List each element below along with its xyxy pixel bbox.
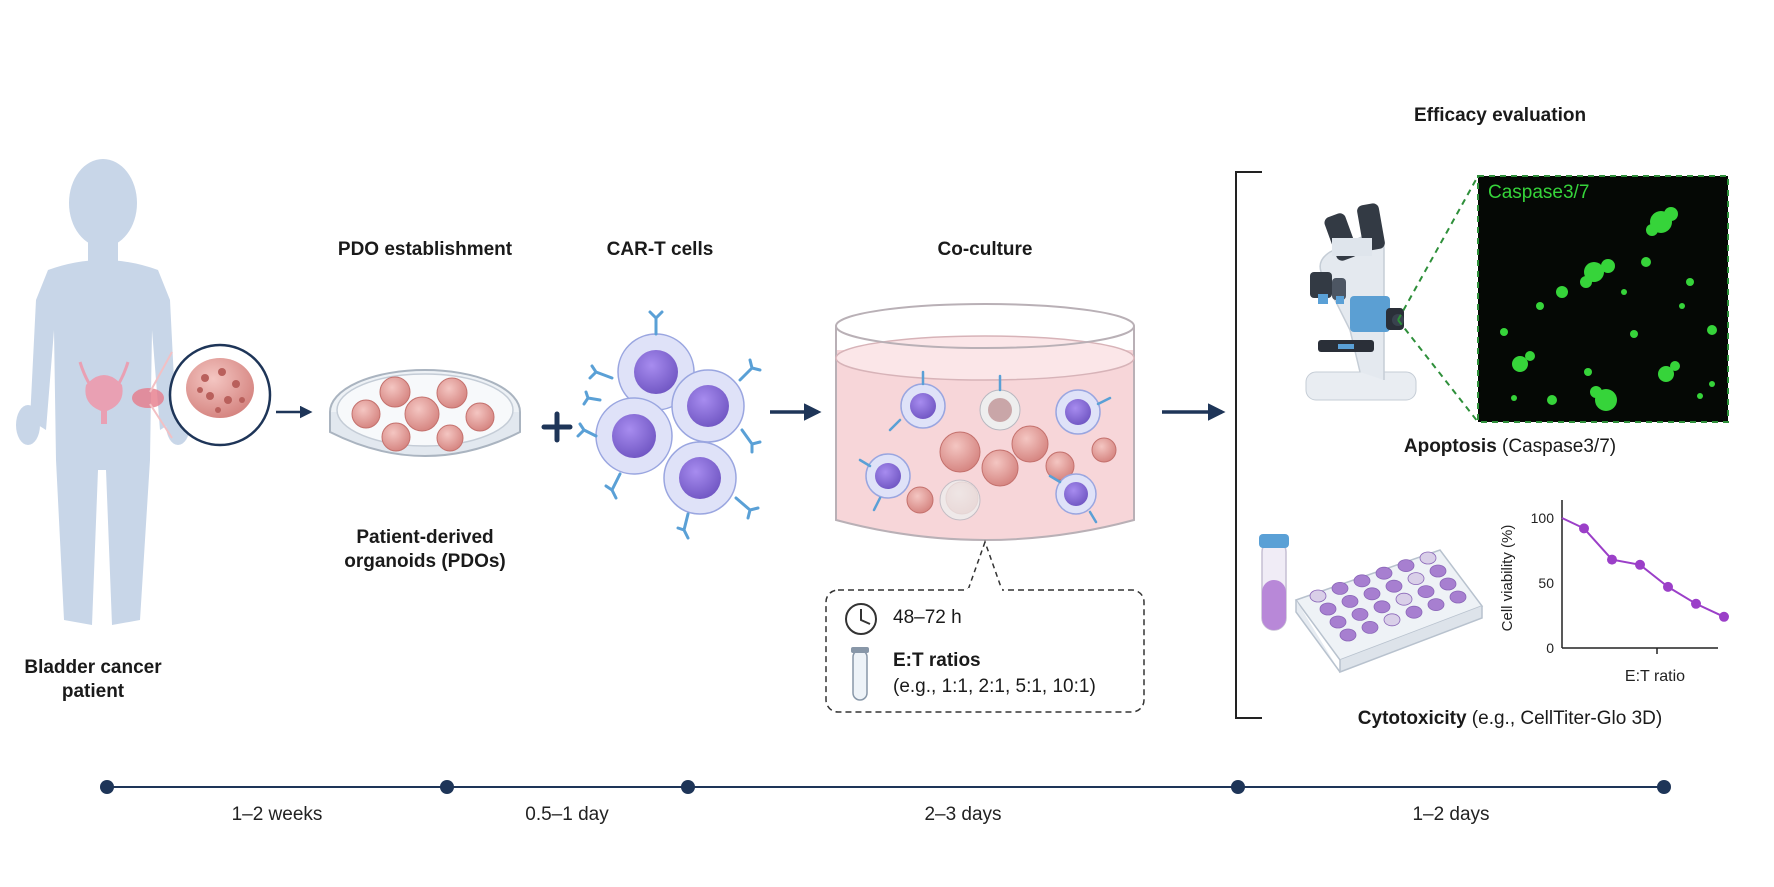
- coculture-duration: 48–72 h: [893, 607, 962, 628]
- y-tick-label: 50: [1538, 575, 1554, 591]
- well: [1397, 559, 1415, 572]
- coculture-ratio-examples: (e.g., 1:1, 2:1, 5:1, 10:1): [893, 676, 1096, 697]
- micrograph-label: Caspase3/7: [1488, 182, 1590, 203]
- well: [1339, 628, 1357, 642]
- well-plate-icon: [1294, 549, 1484, 674]
- apoptosis-bold: Apoptosis: [1403, 436, 1497, 457]
- well: [1417, 585, 1435, 598]
- clock-icon: [845, 603, 877, 635]
- apoptosis-caption: Apoptosis (Caspase3/7): [1330, 435, 1690, 459]
- y-tick-label: 100: [1531, 510, 1555, 526]
- data-point: [1607, 554, 1617, 565]
- well: [1395, 592, 1413, 606]
- timeline-dots: [100, 780, 1671, 794]
- car-t-title: CAR-T cells: [606, 239, 714, 260]
- well: [1375, 566, 1393, 580]
- well: [1363, 587, 1381, 601]
- efficacy-title: Efficacy evaluation: [1413, 105, 1587, 126]
- data-point: [1635, 559, 1645, 570]
- well: [1449, 590, 1467, 604]
- car-t-cells-icon: [576, 310, 762, 540]
- well: [1319, 602, 1337, 616]
- human-silhouette-icon: [16, 159, 190, 625]
- data-point: [1663, 581, 1673, 592]
- data-point: [1719, 611, 1729, 622]
- cytotoxicity-bold: Cytotoxicity: [1357, 708, 1467, 729]
- stage-1: 1–2 weeks: [231, 804, 323, 825]
- coculture-ratio-label: E:T ratios: [893, 650, 981, 671]
- coculture-beaker-icon: [835, 303, 1135, 541]
- well: [1385, 579, 1403, 593]
- organoid-cluster-icon: [351, 376, 495, 452]
- stage-3: 2–3 days: [924, 804, 1002, 825]
- stage-4: 1–2 days: [1412, 804, 1490, 825]
- data-point: [1691, 598, 1701, 609]
- well: [1427, 598, 1445, 611]
- microscope-icon: [1305, 203, 1417, 401]
- well: [1429, 564, 1447, 578]
- reagent-tube-icon: [1259, 534, 1289, 631]
- well: [1361, 621, 1379, 634]
- efficacy-bracket: [1235, 171, 1262, 719]
- well: [1439, 577, 1457, 591]
- well: [1331, 582, 1349, 595]
- cytotoxicity-caption: Cytotoxicity (e.g., CellTiter-Glo 3D): [1290, 707, 1730, 731]
- chart-xlabel: E:T ratio: [1625, 668, 1685, 685]
- well: [1405, 605, 1423, 619]
- y-tick-label: 0: [1546, 640, 1554, 656]
- apoptosis-rest: (Caspase3/7): [1496, 436, 1617, 457]
- well: [1353, 574, 1371, 588]
- stage-2: 0.5–1 day: [525, 804, 609, 825]
- cytotoxicity-rest: (e.g., CellTiter-Glo 3D): [1466, 708, 1663, 729]
- well: [1373, 600, 1391, 614]
- tumor-zoom-icon: [168, 343, 272, 447]
- pdo-title: PDO establishment: [337, 239, 513, 260]
- well: [1309, 589, 1327, 603]
- bladder-icon: [78, 361, 164, 424]
- well: [1407, 572, 1425, 585]
- caspase-micrograph: [1477, 175, 1729, 423]
- chart-ylabel: Cell viability (%): [1499, 525, 1516, 632]
- test-tube-icon: [851, 647, 869, 701]
- pdo-caption: Patient-derived organoids (PDOs): [344, 527, 506, 572]
- well: [1341, 595, 1359, 608]
- well: [1383, 613, 1401, 627]
- coculture-title: Co-culture: [937, 239, 1033, 260]
- well: [1351, 608, 1369, 621]
- well: [1329, 615, 1347, 629]
- data-point: [1579, 523, 1589, 534]
- viability-chart: 100 50 0 Cell viability (%) E:T ratio: [1499, 500, 1729, 685]
- plus-icon: [541, 411, 573, 443]
- patient-label: Bladder cancer patient: [24, 657, 162, 702]
- well: [1419, 551, 1437, 565]
